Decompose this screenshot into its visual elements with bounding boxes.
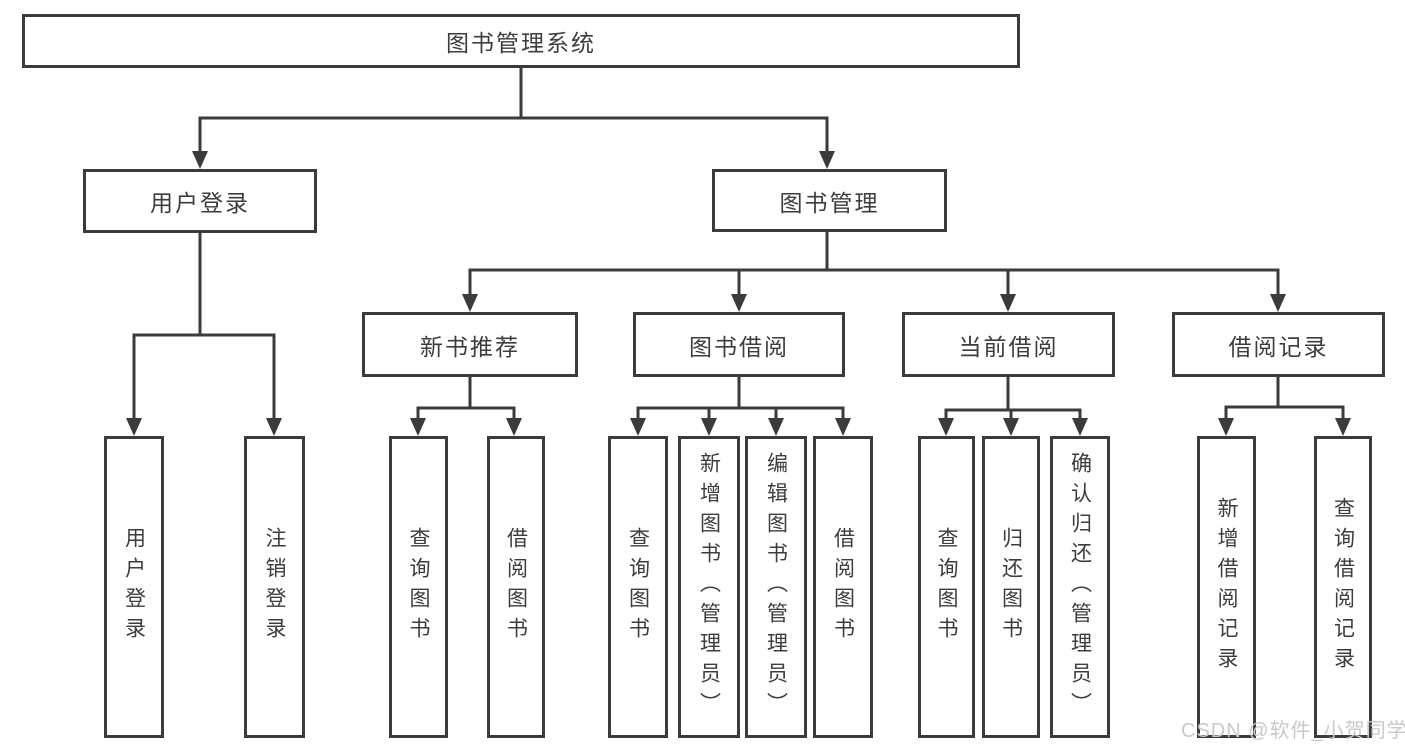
leaf-borrow-books-recommend: 借阅图书 (487, 436, 545, 738)
csdn-watermark: CSDN @软件_小贺同学 (1181, 720, 1405, 742)
leaf-query-books-recommend: 查询图书 (389, 436, 448, 738)
node-current-borrow: 当前借阅 (902, 312, 1115, 377)
leaf-add-book-admin: 新增图书（管理员） (678, 436, 740, 738)
leaf-borrow-books: 借阅图书 (813, 436, 873, 738)
leaf-query-borrow-record: 查询借阅记录 (1314, 436, 1372, 738)
leaf-query-books-borrow: 查询图书 (608, 436, 668, 738)
node-new-book-recommend: 新书推荐 (362, 312, 578, 377)
node-library-system: 图书管理系统 (22, 14, 1020, 68)
leaf-add-borrow-record: 新增借阅记录 (1197, 436, 1256, 738)
node-borrow-records: 借阅记录 (1172, 312, 1385, 377)
node-user-login: 用户登录 (83, 169, 317, 233)
leaf-return-books: 归还图书 (982, 436, 1040, 738)
leaf-user-login: 用户登录 (104, 436, 164, 738)
node-book-management: 图书管理 (712, 169, 947, 232)
leaf-edit-book-admin: 编辑图书（管理员） (745, 436, 807, 738)
leaf-logout-login: 注销登录 (244, 436, 305, 738)
node-book-borrow: 图书借阅 (633, 312, 845, 377)
leaf-confirm-return-admin: 确认归还（管理员） (1050, 436, 1110, 738)
leaf-query-books-current: 查询图书 (918, 436, 975, 738)
